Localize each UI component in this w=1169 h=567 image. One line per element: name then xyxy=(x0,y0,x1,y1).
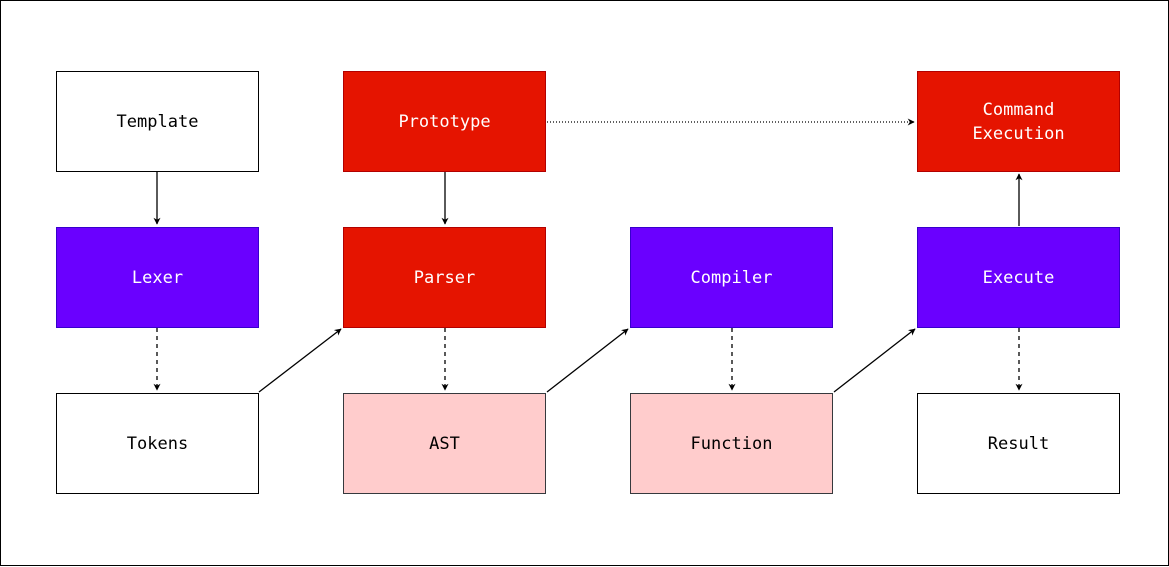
node-parser[interactable]: Parser xyxy=(343,227,546,328)
node-result[interactable]: Result xyxy=(917,393,1120,494)
node-compiler[interactable]: Compiler xyxy=(630,227,833,328)
node-execute[interactable]: Execute xyxy=(917,227,1120,328)
node-function[interactable]: Function xyxy=(630,393,833,494)
node-tokens[interactable]: Tokens xyxy=(56,393,259,494)
node-command-execution[interactable]: Command Execution xyxy=(917,71,1120,172)
node-template[interactable]: Template xyxy=(56,71,259,172)
node-ast[interactable]: AST xyxy=(343,393,546,494)
edge-tokens-parser xyxy=(258,328,342,393)
edge-function-execute xyxy=(833,328,916,393)
node-lexer[interactable]: Lexer xyxy=(56,227,259,328)
edge-ast-compiler xyxy=(546,328,629,393)
node-prototype[interactable]: Prototype xyxy=(343,71,546,172)
